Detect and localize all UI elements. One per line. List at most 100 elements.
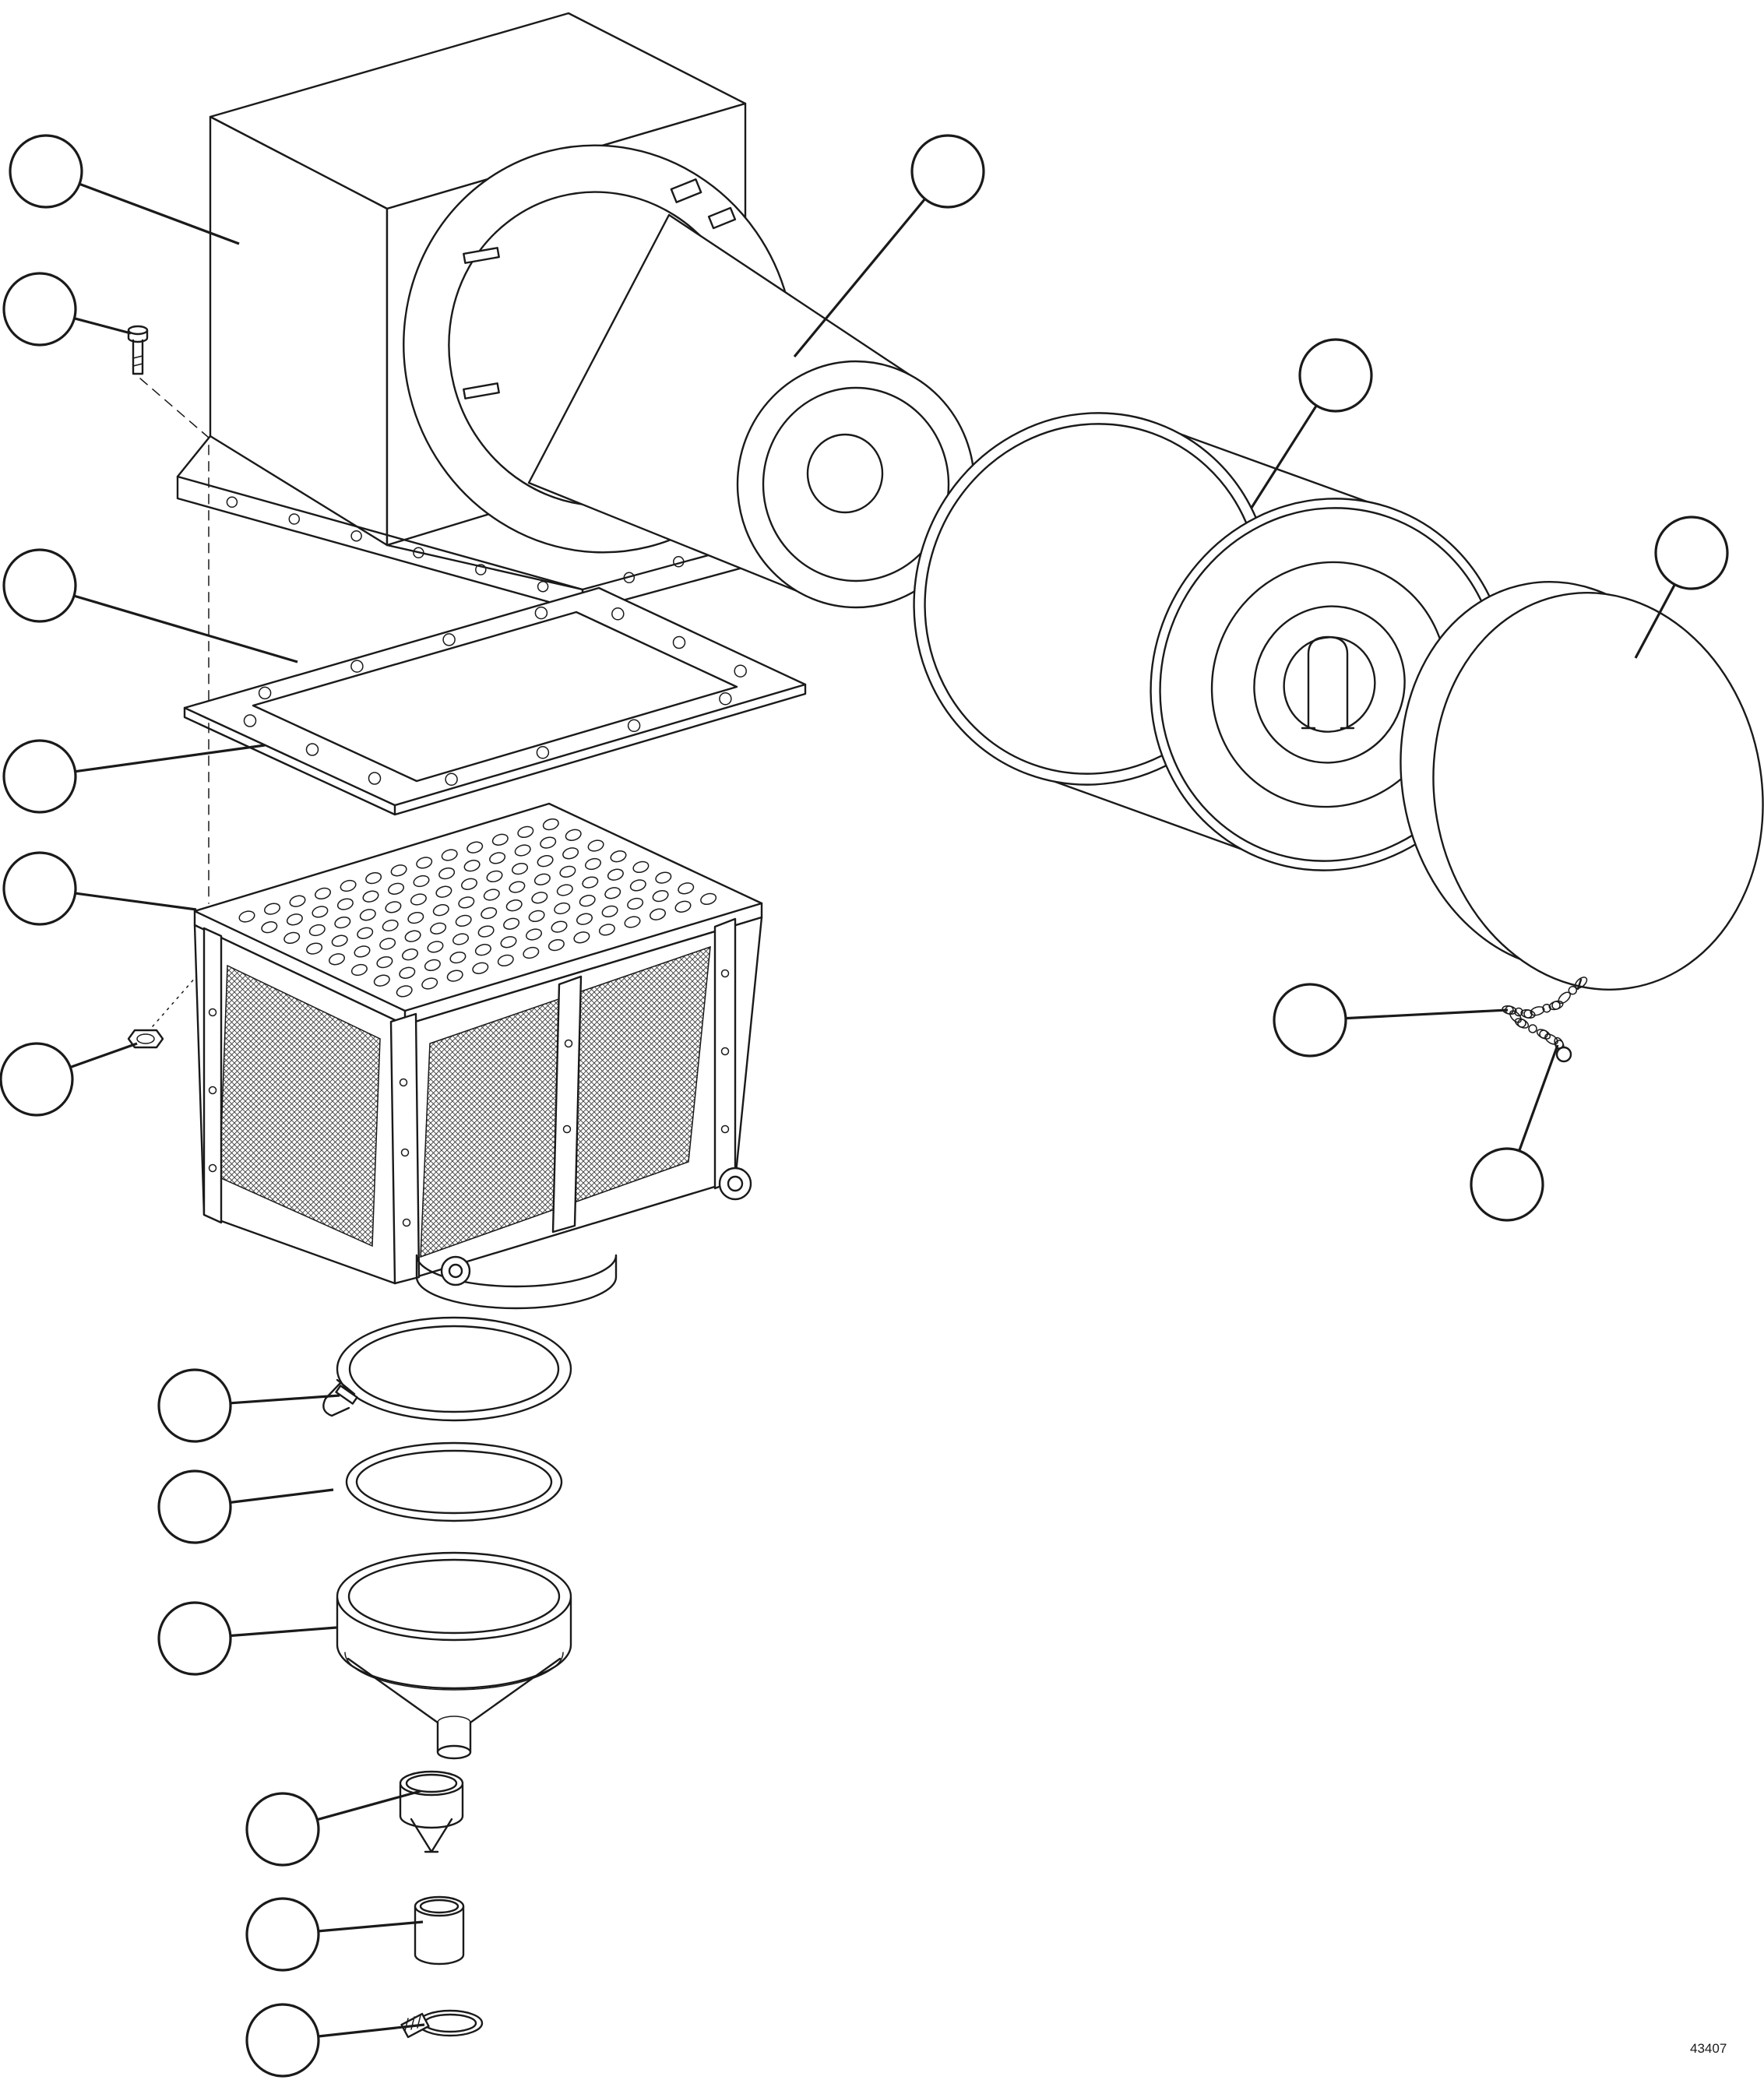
plate-hole [390,864,407,877]
flange-stud [463,247,500,264]
plate-hole [424,959,441,972]
plate-hole [357,927,374,939]
plate-hole [604,887,621,899]
gasket-hole [536,746,550,759]
plate-hole [452,933,470,945]
plate-hole [289,895,306,907]
screen-housing [193,916,763,1310]
hose-clamp [400,2009,484,2039]
plate-hole [523,946,540,959]
plate-hole [387,882,405,895]
perforation-holes [238,818,717,998]
callout-balloon-12 [157,1368,232,1443]
vacuator-valve [399,1770,464,1853]
lifting-eye [440,1255,471,1286]
chain-link [1509,1010,1522,1023]
retaining-chain [1502,977,1588,1063]
plate-hole [477,925,495,938]
plate-hole [413,875,430,888]
plate-hole [607,868,624,881]
rivet [399,1078,408,1087]
plate-hole [286,913,303,926]
plate-hole [610,850,627,863]
plate-hole [627,897,644,910]
mounting-bolt [127,325,149,375]
plate-hole [379,938,396,950]
plate-hole [328,953,346,966]
plate-hole [582,876,599,889]
callout-balloon-11 [1470,1147,1544,1222]
plate-hole [489,852,506,864]
plate-hole [421,977,438,990]
plate-hole [472,962,489,974]
plate-hole [481,906,498,920]
plate-hole [503,917,520,930]
plate-hole [649,908,667,920]
plate-hole [331,934,348,947]
plate-hole [517,825,534,839]
chain-link [1542,1003,1551,1013]
plate-hole [509,881,526,893]
plate-hole [460,878,478,890]
callout-balloon-6 [0,1042,74,1117]
plate-hole [598,924,615,936]
callout-balloon-14 [157,1601,232,1676]
plate-hole [416,857,433,869]
chain-link [1514,1018,1530,1029]
callout-balloon-7 [910,134,985,209]
plate-hole [576,913,593,925]
plate-hole [483,889,500,901]
gasket-hole [719,692,732,706]
callout-balloon-17 [245,2003,320,2078]
gasket [183,586,807,816]
perforated-plate [193,802,763,1026]
callout-leader [230,1626,337,1638]
plate-hole [514,844,531,857]
gasket-hole [350,660,364,673]
plate-hole [354,945,371,958]
plate-hole [678,882,695,895]
flange-hole [623,572,636,584]
plate-hole [401,948,419,961]
clamp-ring [322,1316,572,1422]
rivet [720,1047,730,1056]
plate-hole [340,879,357,892]
corner-bracket [713,917,737,1190]
lifting-eye [718,1167,752,1201]
callout-leader [74,317,132,335]
plate-hole [463,860,481,872]
gasket-hole [258,686,272,700]
gasket-bolt-holes [243,606,747,787]
plate-hole [486,870,503,883]
plate-hole [584,857,602,871]
plate-hole [407,911,424,924]
callout-leader [75,744,266,773]
plate-hole [528,910,545,923]
flange-hole [350,530,362,542]
flange-hole [475,564,487,575]
plate-hole [474,944,491,956]
plate-hole [410,893,427,906]
plate-hole [365,871,382,885]
main-filter-element [913,412,1509,871]
gasket-hole [672,635,686,649]
bracket-rivets [208,969,730,1227]
plate-hole [263,903,281,915]
gasket-hole [442,633,456,646]
plate-hole [562,847,579,860]
plate-hole [396,985,413,998]
gasket-hole [243,714,257,727]
gasket-hole [305,743,319,756]
plate-hole [432,904,449,917]
callout-leader [1250,404,1318,509]
chain-link [1544,1033,1558,1045]
plate-hole [632,860,650,874]
callout-leader [73,594,298,663]
filter-handle [1301,635,1355,730]
plate-hole [655,871,672,884]
plate-hole [441,849,458,861]
gasket-hole [611,607,625,621]
plate-hole [308,924,326,937]
flange-stud [463,382,500,399]
